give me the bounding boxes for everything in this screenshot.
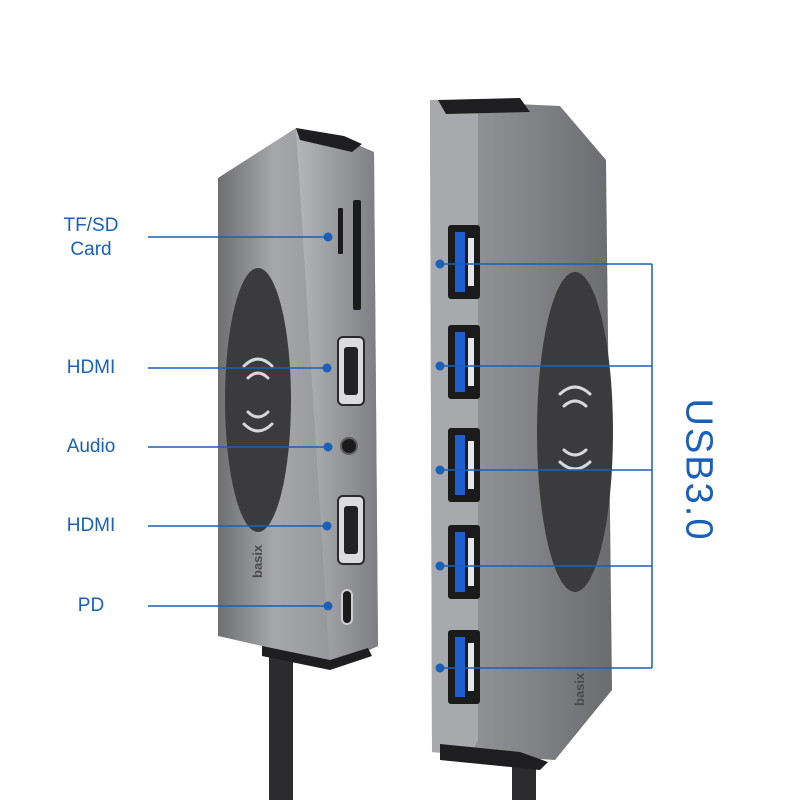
label-hdmi-2: HDMI — [66, 515, 116, 536]
usb-port-2 — [448, 325, 480, 399]
callout-dot-usb-4 — [435, 561, 445, 571]
tf-card-slot — [338, 208, 343, 254]
sd-card-slot — [353, 200, 361, 310]
usb-port-3 — [448, 428, 480, 502]
usb-c-pd-port — [341, 589, 353, 625]
usb-port-1 — [448, 225, 480, 299]
callout-dot-hdmi-2 — [322, 521, 332, 531]
svg-text:basix: basix — [250, 544, 265, 578]
left-wireless-charging-pad — [225, 268, 291, 532]
left-brand-logo: basix — [250, 544, 265, 578]
svg-text:basix: basix — [572, 672, 587, 706]
callout-dot-usb-5 — [435, 663, 445, 673]
left-housing-bottom-cap — [262, 646, 372, 670]
label-hdmi-1: HDMI — [66, 357, 116, 378]
left-housing-top-cap — [296, 128, 362, 152]
right-wireless-charging-icon — [558, 385, 592, 471]
callout-dot-usb-1 — [435, 259, 445, 269]
right-wireless-charging-pad — [537, 272, 613, 592]
audio-jack — [340, 437, 358, 455]
usb-port-5 — [448, 630, 480, 704]
hdmi-port-2-inner — [344, 506, 358, 554]
label-audio: Audio — [66, 436, 116, 457]
usb-port-4 — [448, 525, 480, 599]
label-pd: PD — [77, 595, 105, 616]
right-housing-top-cap — [438, 98, 530, 114]
left-hub-device: basix — [218, 128, 378, 800]
right-housing-bottom-cap — [440, 744, 548, 770]
callout-dot-pd — [323, 601, 333, 611]
callout-dot-tf-sd — [323, 232, 333, 242]
label-tf-sd-line1: TF/SD — [63, 215, 119, 236]
usb-callout-bracket — [435, 259, 653, 673]
left-wireless-charging-icon — [242, 357, 274, 433]
callout-dot-hdmi-1 — [322, 363, 332, 373]
label-tf-sd-card: TF/SD Card — [46, 214, 136, 262]
callout-dot-usb-3 — [435, 465, 445, 475]
right-hub-device: basix — [430, 98, 613, 800]
label-usb-3-0: USB3.0 — [677, 398, 720, 542]
callout-dot-audio — [323, 442, 333, 452]
right-brand-logo: basix — [572, 672, 587, 706]
hdmi-port-1-inner — [344, 347, 358, 395]
callout-dot-usb-2 — [435, 361, 445, 371]
label-tf-sd-line2: Card — [70, 239, 112, 260]
left-callout-lines — [148, 232, 333, 611]
left-cable — [269, 640, 293, 800]
